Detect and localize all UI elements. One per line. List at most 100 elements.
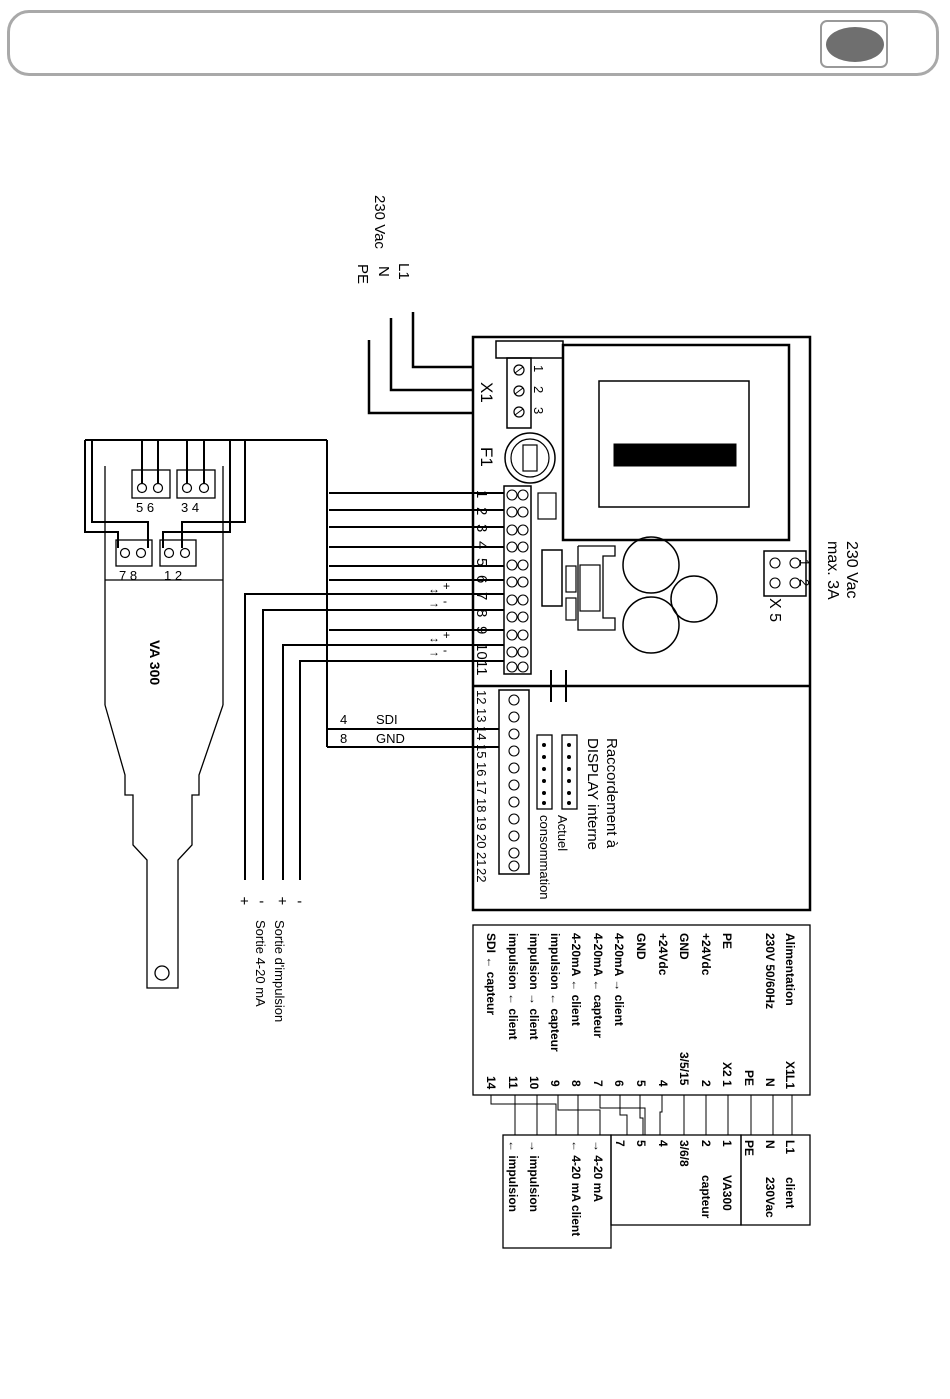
terminal-num: 11 bbox=[473, 660, 490, 676]
x1-label: X1 bbox=[477, 382, 496, 403]
terminal-num: 10 bbox=[473, 643, 490, 660]
terminal-num: 21 bbox=[474, 852, 489, 866]
client-io: ← impulsion bbox=[506, 1140, 520, 1212]
out-sign: + bbox=[278, 893, 287, 910]
table-function: 4-20mA → client bbox=[612, 933, 626, 1026]
table-function: GND bbox=[677, 933, 691, 960]
terminal-screws-bottom bbox=[508, 694, 520, 872]
out-sign: - bbox=[259, 893, 264, 910]
terminal-num: 4 bbox=[473, 541, 490, 549]
va-pin: 7 bbox=[613, 1140, 627, 1147]
x1-head-n: N bbox=[763, 1078, 777, 1087]
controller-unit bbox=[471, 335, 812, 912]
gnd-num: 8 bbox=[340, 731, 347, 746]
pulse-output-label: Sortie d'impulsion bbox=[272, 920, 287, 1022]
x1-pin-2: 2 bbox=[531, 386, 546, 393]
x1-pin-1: 1 bbox=[531, 365, 546, 372]
x2-head: X2 bbox=[720, 1062, 734, 1077]
client-io: → 4-20 mA bbox=[591, 1140, 605, 1202]
t11-sign: - bbox=[443, 643, 447, 657]
supply-labels: 230 Vac L1 N PE bbox=[354, 195, 412, 284]
va-pin: 4 bbox=[656, 1140, 670, 1147]
t10-arrow: ↔ bbox=[428, 631, 440, 645]
client-n: N bbox=[763, 1140, 777, 1149]
terminal-num: 18 bbox=[474, 798, 489, 812]
supply-n: N bbox=[375, 266, 392, 277]
display-conn-1: Raccordement à bbox=[603, 738, 620, 849]
x2-pin: 1 bbox=[720, 1080, 734, 1087]
terminal-num: 17 bbox=[474, 780, 489, 794]
terminal-num: 8 bbox=[473, 609, 490, 617]
badge-dot-icon bbox=[826, 27, 884, 62]
unit-labels: X1 1 2 3 F1 X 5 1 2 230 Vac max. 3A Racc… bbox=[477, 365, 860, 900]
x2-pin: 2 bbox=[699, 1080, 713, 1087]
va300-box-labels: 1 2 3/6/8 4 5 7 VA300 capteur bbox=[613, 1140, 734, 1219]
va-capteur: capteur bbox=[699, 1175, 713, 1219]
display-connector-dots bbox=[542, 743, 571, 805]
x2-pin: 7 bbox=[591, 1080, 605, 1087]
table-function: PE bbox=[720, 933, 734, 949]
table-function: 4-20mA ← client bbox=[569, 933, 583, 1026]
terminal-signs: ↔ + → - ↔ + → - bbox=[428, 579, 450, 659]
x5-pin-2: 2 bbox=[797, 579, 812, 586]
table-function: +24Vdc bbox=[699, 933, 713, 976]
pins-3-4: 3 4 bbox=[181, 500, 199, 515]
t7-sign: + bbox=[443, 579, 450, 593]
va-pin: 1 bbox=[720, 1140, 734, 1147]
table-function: impulsion ← capteur bbox=[548, 933, 562, 1052]
table-function: GND bbox=[634, 933, 648, 960]
va-pin: 3/6/8 bbox=[677, 1140, 691, 1167]
header-bar bbox=[7, 10, 939, 76]
supply-wires bbox=[367, 312, 473, 415]
x2-pin: 3/5/15 bbox=[677, 1052, 691, 1086]
header-badge[interactable] bbox=[820, 20, 888, 68]
x2-pin: 6 bbox=[612, 1080, 626, 1087]
x5-rating-1: 230 Vac bbox=[843, 541, 860, 599]
terminal-num: 2 bbox=[473, 507, 490, 515]
display-conn-2: DISPLAY interne bbox=[584, 738, 601, 850]
x2-pin: 8 bbox=[569, 1080, 583, 1087]
terminal-num: 1 bbox=[473, 490, 490, 498]
x2-pin: 4 bbox=[656, 1080, 670, 1087]
x2-pin: 14 bbox=[484, 1076, 498, 1090]
table-function: impulsion ← client bbox=[506, 933, 520, 1040]
x5-screws bbox=[769, 557, 801, 589]
terminal-numbers-top: 1 2 3 4 5 6 7 8 9 10 11 bbox=[473, 490, 490, 676]
t8-arrow: → bbox=[428, 596, 440, 610]
terminal-num: 22 bbox=[474, 868, 489, 882]
table-function: +24Vdc bbox=[656, 933, 670, 976]
va300-labels: VA 300 5 6 3 4 7 8 1 2 bbox=[119, 500, 199, 685]
sdi-num: 4 bbox=[340, 712, 347, 727]
pins-5-6: 5 6 bbox=[136, 500, 154, 515]
table-x2-pins: X2 1 2 3/5/15 4 5 6 7 8 9 10 11 14 bbox=[484, 1052, 734, 1090]
t11-arrow: → bbox=[428, 645, 440, 659]
va300-sensor bbox=[104, 466, 224, 989]
client-l1: L1 bbox=[783, 1140, 797, 1154]
terminal-num: 5 bbox=[473, 558, 490, 566]
supply-voltage: 230 Vac bbox=[371, 195, 388, 249]
supply-l1: L1 bbox=[395, 263, 412, 280]
t10-sign: + bbox=[443, 628, 450, 642]
client-box-labels: L1 N PE client 230Vac bbox=[742, 1140, 797, 1218]
terminal-num: 19 bbox=[474, 816, 489, 830]
va-name: VA300 bbox=[720, 1175, 734, 1211]
connection-table bbox=[472, 924, 811, 1249]
sdi-label: SDI bbox=[376, 712, 398, 727]
out-sign: + bbox=[240, 893, 249, 910]
supply-pe: PE bbox=[354, 264, 371, 284]
t8-sign: - bbox=[443, 594, 447, 608]
x5-label: X 5 bbox=[766, 598, 783, 622]
terminal-num: 7 bbox=[473, 592, 490, 600]
client-io: ← 4-20 mA client bbox=[569, 1140, 583, 1236]
out-sign: - bbox=[297, 893, 302, 910]
terminal-num: 13 bbox=[474, 708, 489, 722]
table-function: 4-20mA ← capteur bbox=[591, 933, 605, 1038]
table-function: Alimentation bbox=[783, 933, 797, 1006]
terminal-numbers-bottom: 12 13 14 15 16 17 18 19 20 21 22 bbox=[474, 690, 489, 882]
f1-label: F1 bbox=[477, 447, 496, 467]
table-function: impulsion → client bbox=[527, 933, 541, 1040]
table-function: SDI ← capteur bbox=[484, 933, 498, 1015]
table-function: 230V 50/60Hz bbox=[763, 933, 777, 1009]
x1-head: X1 bbox=[783, 1061, 797, 1076]
terminal-num: 12 bbox=[474, 690, 489, 704]
